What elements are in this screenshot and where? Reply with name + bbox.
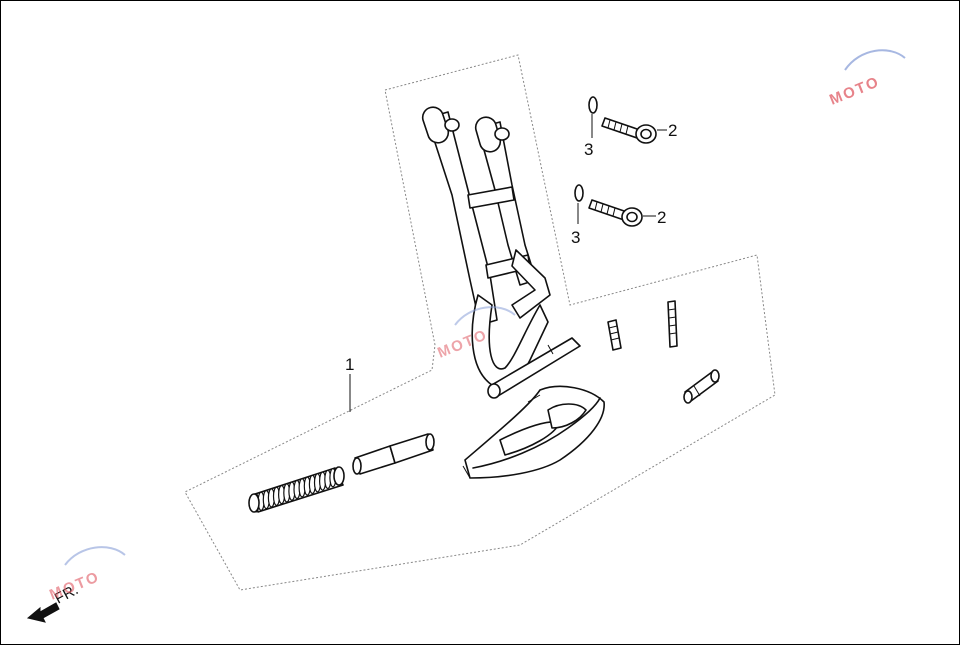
washer-lower — [574, 184, 584, 202]
bolt-lower — [588, 199, 643, 227]
callout-bolt-upper: 2 — [668, 121, 677, 140]
callout-washer-upper: 3 — [584, 140, 593, 159]
spring-pin-short — [607, 319, 622, 351]
foot-pedal — [462, 385, 605, 479]
spring-pin-long — [667, 300, 678, 348]
bolt-upper — [601, 117, 657, 144]
callout-assembly: 1 — [345, 355, 354, 374]
main-stand — [421, 106, 581, 399]
front-direction-arrow — [26, 602, 60, 623]
spring — [248, 466, 345, 513]
svg-text:MOTO: MOTO — [827, 73, 882, 109]
callout-bolt-lower: 2 — [657, 208, 666, 227]
roll-pin — [683, 369, 720, 404]
callout-washer-lower: 3 — [571, 228, 580, 247]
watermark-logo-bottom: MOTO — [47, 546, 126, 604]
washer-upper — [588, 96, 598, 114]
pivot-pin — [352, 433, 435, 475]
watermark-logo-top: MOTO — [827, 49, 906, 109]
